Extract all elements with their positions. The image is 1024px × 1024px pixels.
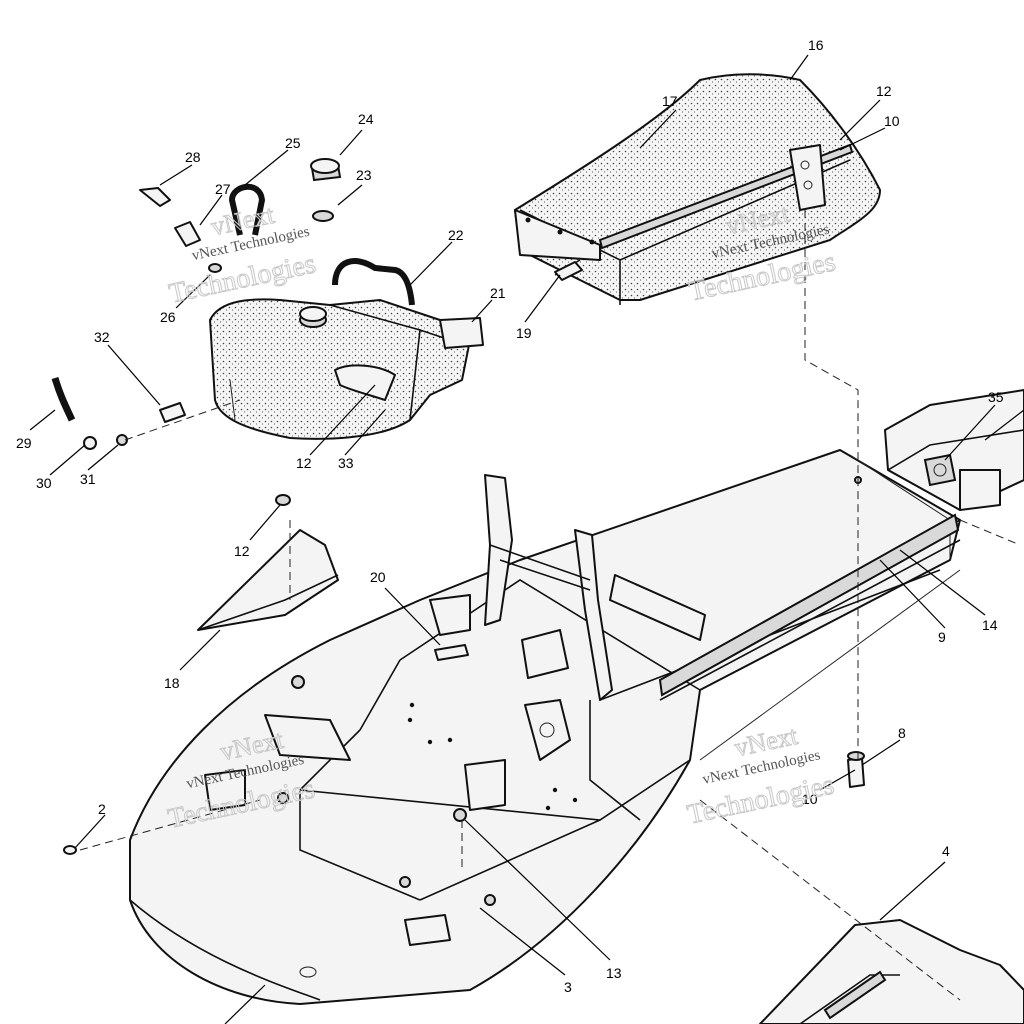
- callout-19: 19: [516, 325, 532, 341]
- callout-22: 22: [448, 227, 464, 243]
- callout-28: 28: [185, 149, 201, 165]
- callout-23: 23: [356, 167, 372, 183]
- callout-24: 24: [358, 111, 374, 127]
- callout-2: 2: [98, 801, 106, 817]
- callout-26: 26: [160, 309, 176, 325]
- fuel-tank: [209, 298, 484, 440]
- callout-10-seat: 10: [884, 113, 900, 129]
- watermark-group: vNext vNext Technologies Technologies: [166, 199, 319, 310]
- leader-lines: [29, 54, 1024, 1024]
- callout-27: 27: [215, 181, 231, 197]
- callout-30: 30: [36, 475, 52, 491]
- callout-12-seat: 12: [876, 83, 892, 99]
- callout-29: 29: [16, 435, 32, 451]
- callout-4: 4: [942, 843, 950, 859]
- callout-25: 25: [285, 135, 301, 151]
- chassis-belly-pan: [129, 449, 961, 1005]
- callout-20: 20: [370, 569, 386, 585]
- callout-33: 33: [338, 455, 354, 471]
- callout-12-lower: 12: [234, 543, 250, 559]
- callout-9: 9: [938, 629, 946, 645]
- callout-10-lower: 10: [802, 791, 818, 807]
- callout-8: 8: [898, 725, 906, 741]
- callout-21: 21: [490, 285, 506, 301]
- callout-11: 12: [296, 455, 312, 471]
- assembly-lines: [79, 210, 1021, 1001]
- seat: [514, 73, 881, 305]
- callout-16: 16: [808, 37, 824, 53]
- callout-labels: 16 17 12 10 24 23 25 28 27 22 21 26 32 2…: [16, 37, 1004, 995]
- callout-32: 32: [94, 329, 110, 345]
- callout-17: 17: [662, 93, 678, 109]
- callout-35: 35: [988, 389, 1004, 405]
- callout-14: 14: [982, 617, 998, 633]
- callout-3: 3: [564, 979, 572, 995]
- callout-13: 13: [606, 965, 622, 981]
- watermark-group: vNext vNext Technologies Technologies: [684, 720, 837, 831]
- callout-31: 31: [80, 471, 96, 487]
- callout-18: 18: [164, 675, 180, 691]
